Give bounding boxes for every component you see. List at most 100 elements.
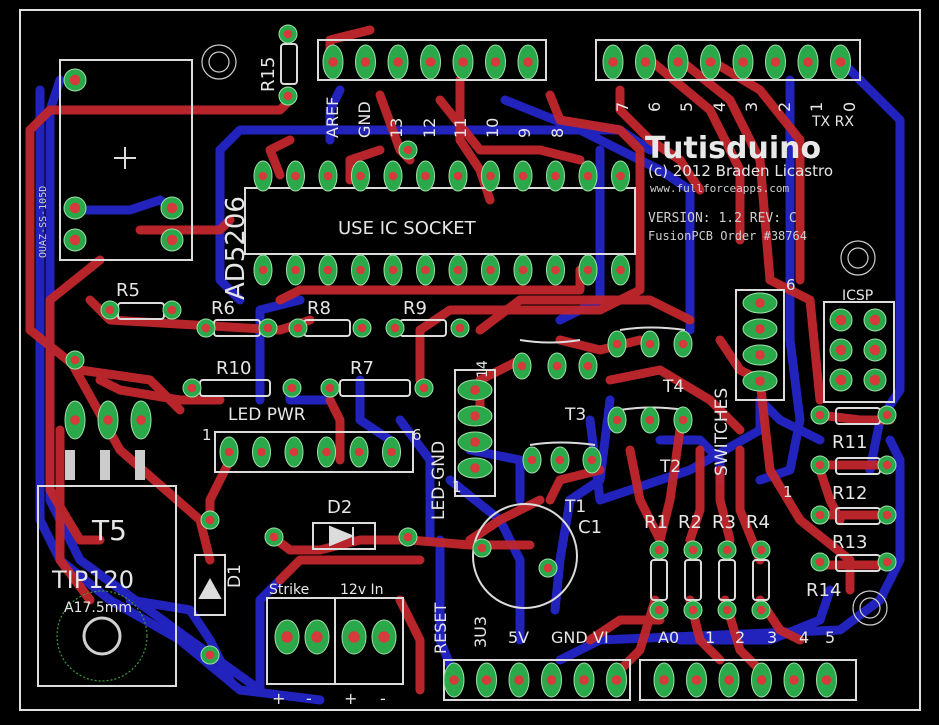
transistor-pin	[640, 406, 660, 434]
analog-label: 5	[825, 628, 835, 647]
minus-a: -	[306, 689, 312, 708]
transistor-pin	[582, 446, 602, 474]
header-pin	[602, 44, 624, 80]
pin1-label-a: 1	[202, 426, 212, 444]
led-pin	[317, 436, 336, 468]
component-pad	[264, 527, 284, 547]
component-pad	[683, 600, 703, 620]
component-pad	[398, 527, 418, 547]
resistor-label-r14: R14	[806, 580, 841, 601]
header-pin	[765, 44, 786, 80]
t1-label: T1	[564, 497, 586, 517]
component-pad	[282, 378, 302, 398]
header-pin	[443, 662, 465, 698]
transistor-part-label: TIP120	[51, 566, 134, 594]
transistor-pin	[607, 330, 627, 358]
icsp-label: ICSP	[842, 288, 873, 304]
component-pad	[810, 505, 830, 525]
led-pin	[457, 457, 493, 479]
terminal-pin	[304, 619, 330, 655]
header-label: AREF	[323, 97, 342, 138]
component-pad	[352, 318, 372, 338]
transistor-pin	[522, 446, 542, 474]
component-pad	[258, 318, 278, 338]
component-pad	[398, 140, 418, 160]
header-label: 4	[710, 102, 729, 112]
header-label: 2	[775, 102, 794, 112]
icsp-pin	[829, 338, 853, 362]
pin1-label-c: 1	[783, 483, 793, 501]
transistor-pin	[64, 400, 86, 440]
header-label: 3	[742, 102, 761, 112]
heatsink-label: A17.5mm	[64, 600, 132, 616]
copyright-text: (c) 2012 Braden Licastro	[648, 162, 833, 180]
header-pin	[606, 662, 627, 698]
reset-label: RESET	[431, 603, 450, 654]
header-pin	[508, 662, 530, 698]
tx-rx-label: TX RX	[811, 114, 854, 130]
component-pad	[683, 540, 703, 560]
ic-pin	[416, 160, 435, 192]
transistor-pin	[130, 400, 152, 440]
terminal-pin	[274, 619, 300, 655]
icsp-pin	[863, 368, 887, 392]
component-pad	[100, 300, 120, 320]
resistor-label-r2: R2	[678, 512, 702, 533]
resistor-label-r4: R4	[746, 512, 770, 533]
analog-label: 3	[767, 628, 777, 647]
transistor-pin	[673, 330, 693, 358]
ic-pin	[351, 160, 370, 192]
t3-label: T3	[564, 405, 586, 425]
header-label: 13	[387, 118, 406, 138]
switches-label: SWITCHES	[712, 388, 732, 476]
component-pad	[751, 540, 771, 560]
led-pwr-label: LED PWR	[228, 405, 306, 425]
v12-label: 12v In	[340, 582, 384, 598]
component-pad	[649, 600, 669, 620]
pin6-label-b: 6	[786, 276, 796, 294]
header-label: 11	[451, 118, 470, 138]
header-label: 8	[548, 128, 567, 138]
switch-pin	[742, 370, 778, 392]
ic-pin	[253, 160, 273, 192]
header-pin	[686, 662, 707, 698]
header-pin	[541, 662, 562, 698]
ic-pin	[351, 254, 370, 286]
transistor-pin	[673, 406, 693, 434]
transistor-pin	[578, 352, 598, 380]
led-pin	[252, 436, 271, 468]
component-pad	[288, 318, 308, 338]
icsp-pin	[863, 338, 887, 362]
resistor-label-r11: R11	[832, 432, 867, 453]
component-pad	[877, 552, 897, 572]
ic-pin	[546, 254, 565, 286]
power-label: GND	[551, 628, 588, 647]
resistor-label-r12: R12	[832, 483, 867, 504]
terminal-pin	[371, 619, 397, 655]
header-label: 0	[840, 102, 859, 112]
ic-pin	[416, 254, 435, 286]
header-pin	[517, 44, 539, 80]
resistor-label-r10: R10	[216, 358, 251, 379]
silkscreen-text: Tutisduino (c) 2012 Braden Licastro www.…	[38, 114, 873, 708]
ic-pin	[578, 160, 598, 192]
led-pin	[349, 436, 369, 468]
ic-pin	[578, 254, 598, 286]
relay-pin	[63, 196, 87, 220]
switch-pin	[742, 318, 778, 340]
power-label: VI	[593, 628, 609, 647]
header-label: 9	[515, 128, 534, 138]
header-pin	[667, 44, 689, 80]
relay-pin	[160, 228, 184, 252]
header-label: 12	[420, 118, 439, 138]
resistor-label-r7: R7	[350, 358, 374, 379]
component-pad	[538, 558, 558, 578]
header-pin	[653, 662, 675, 698]
version-text: VERSION: 1.2 REV: C	[648, 211, 797, 226]
ic-pin	[383, 254, 403, 286]
header-pin	[485, 44, 506, 80]
ic-pin	[383, 160, 403, 192]
transistor-pin	[547, 352, 567, 380]
